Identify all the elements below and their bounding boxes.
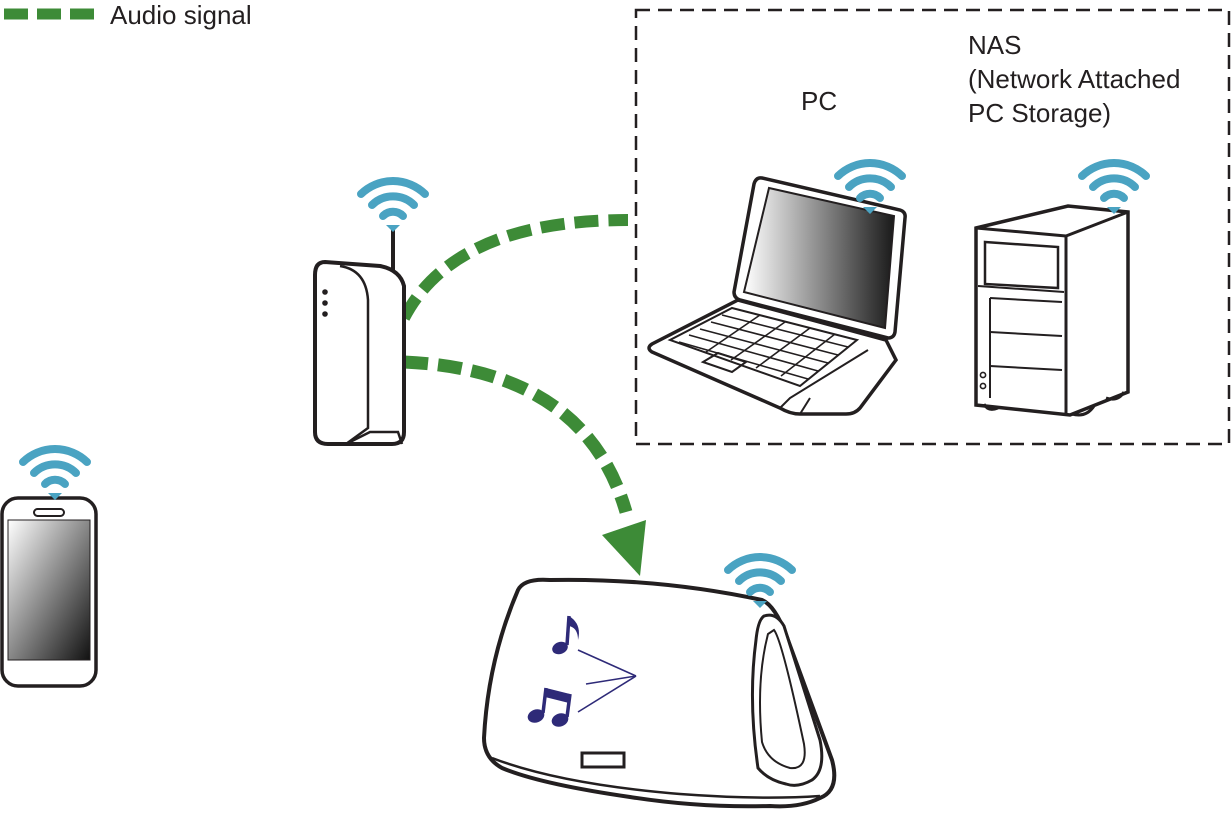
music-note-double-icon	[527, 687, 572, 727]
nas-label-line-1: NAS	[968, 30, 1021, 60]
laptop-icon	[647, 176, 907, 416]
smartphone-wifi-icon	[23, 449, 87, 500]
nas-icon	[974, 204, 1130, 417]
audio-signal-arrow-speaker	[403, 355, 646, 576]
nas-wifi-icon	[1082, 163, 1146, 214]
nas-label-line-3: PC Storage)	[968, 98, 1111, 128]
speaker-icon	[481, 577, 837, 809]
nas-label-line-2: (Network Attached	[968, 64, 1180, 94]
audio-signal-arrow-pc	[398, 214, 629, 321]
legend-label: Audio signal	[110, 0, 252, 30]
router-wifi-icon	[361, 181, 425, 232]
router-icon	[313, 228, 406, 446]
music-note-icon	[552, 615, 579, 655]
legend: Audio signal	[4, 0, 252, 30]
home-network-boundary	[634, 8, 1231, 446]
sound-lines	[577, 649, 637, 713]
pc-label: PC	[801, 86, 837, 116]
smartphone-icon	[0, 496, 98, 688]
